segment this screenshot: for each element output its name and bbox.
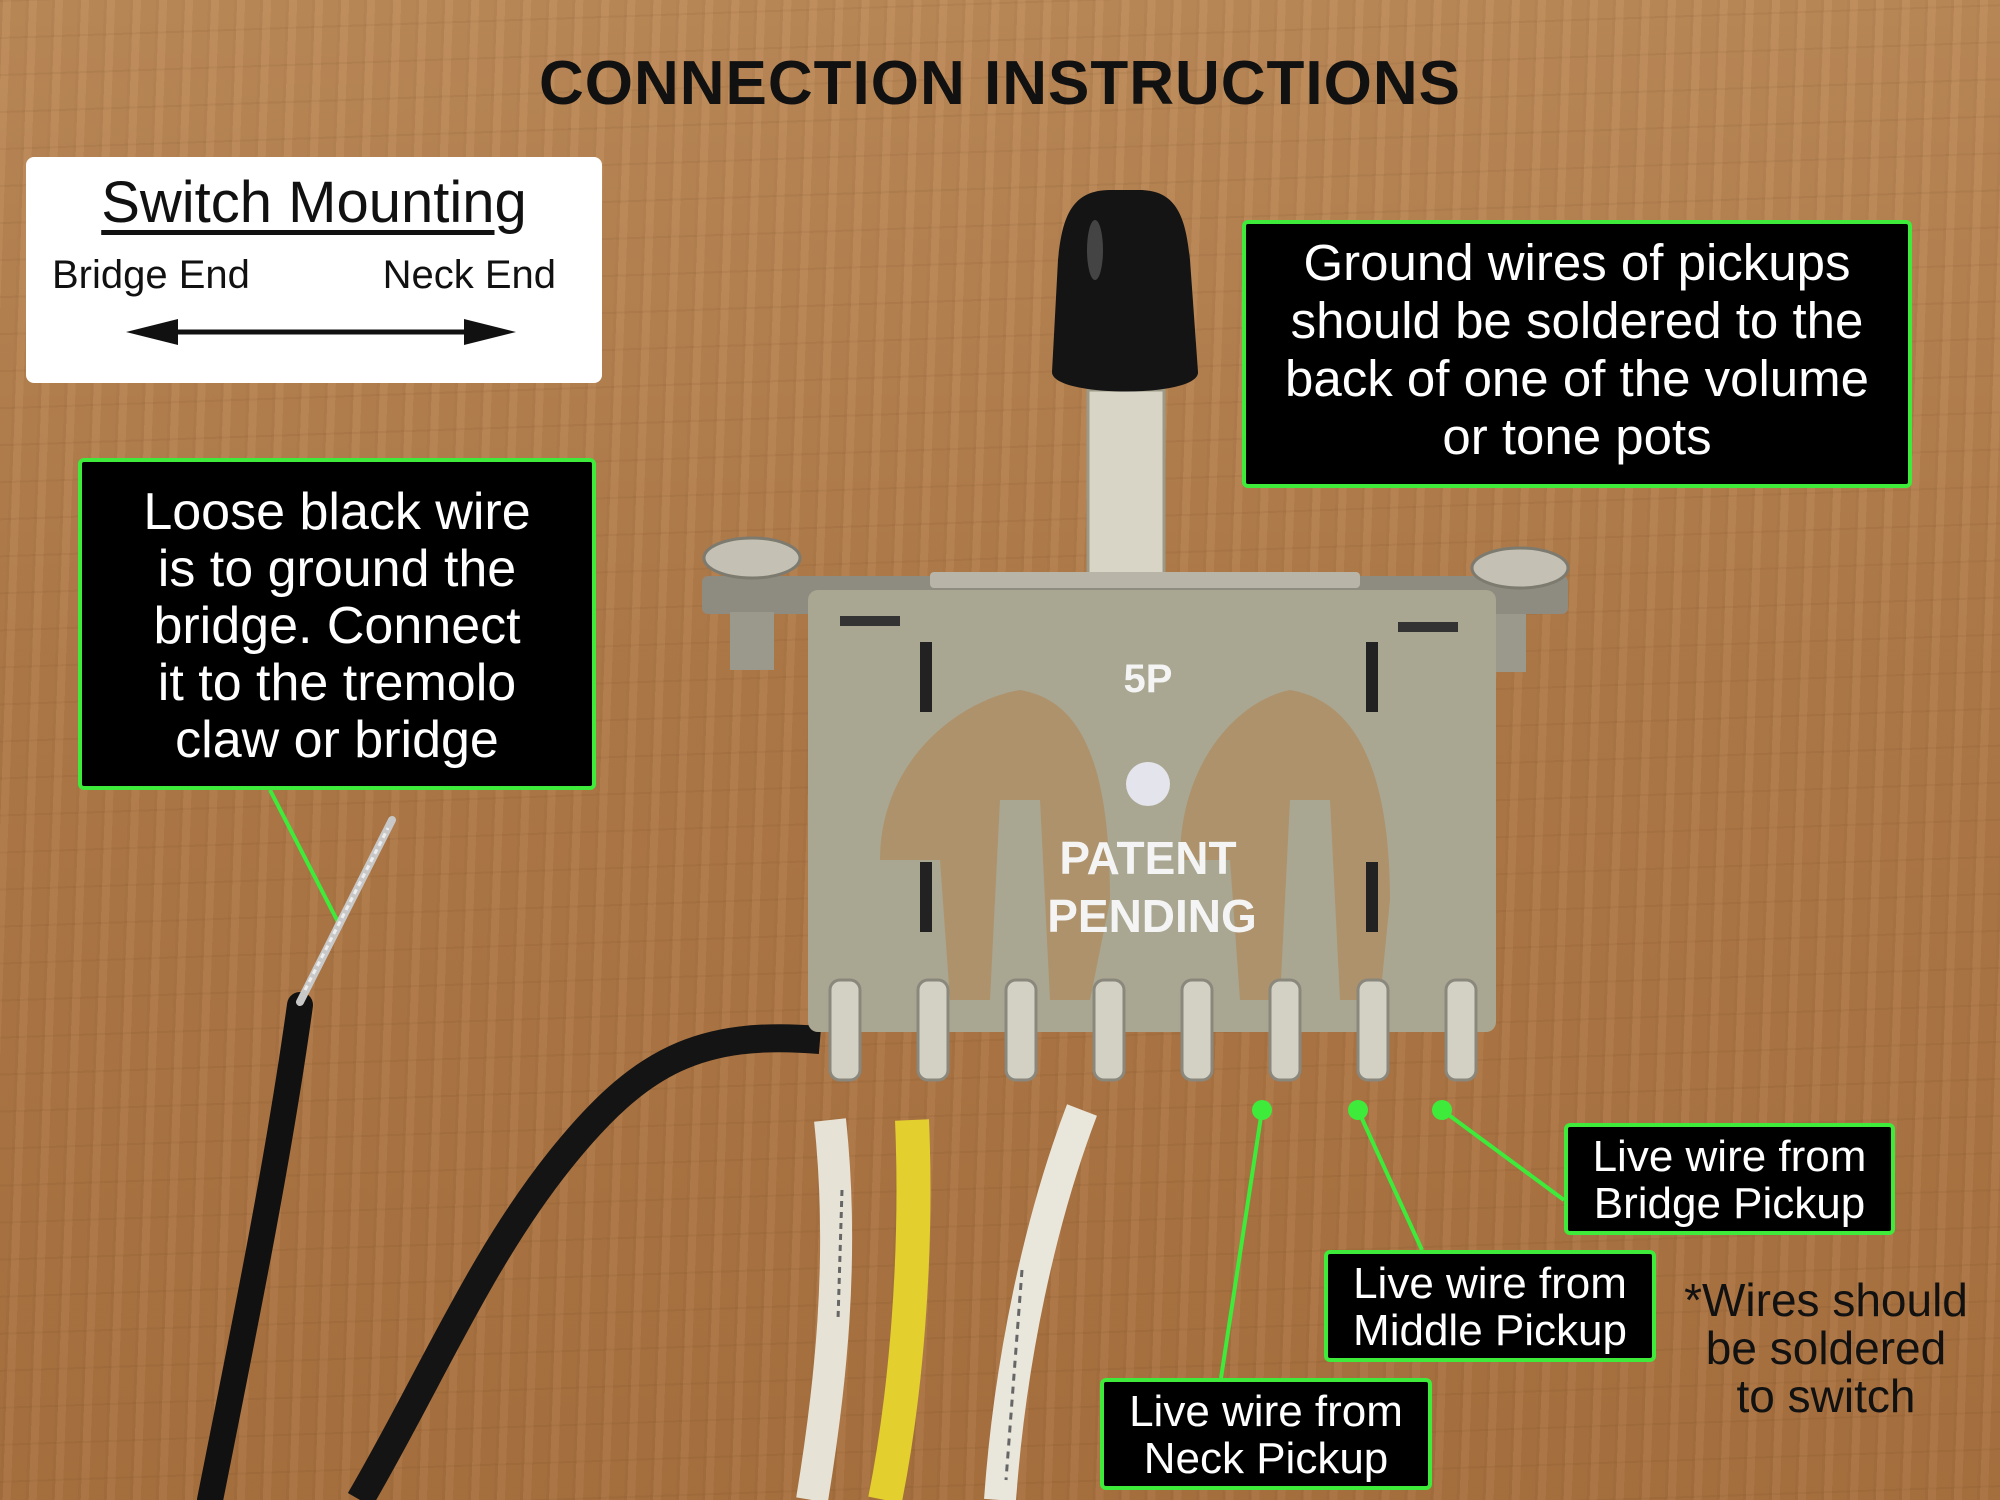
callout-line: or tone pots — [1442, 408, 1712, 465]
callout-line: back of one of the volume — [1284, 350, 1870, 407]
plate-hole — [1126, 762, 1170, 806]
callout-line: Loose black wire — [143, 483, 531, 541]
callout-line: it to the tremolo — [157, 654, 517, 712]
bridge-pickup-callout: Live wire from Bridge Pickup — [1564, 1123, 1895, 1235]
lever-tip — [1052, 190, 1199, 392]
loose-black-wire — [197, 816, 396, 1500]
callout-line: Neck Pickup — [1143, 1434, 1389, 1483]
page-title: CONNECTION INSTRUCTIONS — [539, 49, 1461, 118]
callout-line: bridge. Connect — [153, 597, 521, 655]
neck-pickup-callout: Live wire from Neck Pickup — [1100, 1378, 1432, 1490]
callout-line: should be soldered to the — [1290, 292, 1864, 349]
white-wire-1 — [796, 1118, 853, 1500]
switch-lever — [1086, 388, 1166, 584]
white-wire-2 — [984, 1104, 1097, 1500]
callout-line: Middle Pickup — [1353, 1306, 1627, 1355]
switch-mounting-title: Switch Mounting — [101, 170, 527, 235]
callout-line: Ground wires of pickups — [1303, 234, 1851, 291]
callout-line: Bridge Pickup — [1593, 1179, 1866, 1228]
middle-terminal-dot — [1348, 1100, 1368, 1120]
neck-leader — [1219, 1109, 1264, 1379]
callout-line: Live wire from — [1592, 1132, 1867, 1181]
right-screw — [1470, 546, 1570, 590]
loose-wire-callout: Loose black wire is to ground the bridge… — [78, 458, 596, 790]
note-line: to switch — [1736, 1370, 1916, 1422]
neck-end-label: Neck End — [382, 253, 556, 297]
callout-line: Live wire from — [1129, 1387, 1403, 1436]
note-line: be soldered — [1705, 1322, 1947, 1374]
callout-line: is to ground the — [157, 540, 517, 598]
solder-note: *Wires should be soldered to switch — [1668, 1276, 1984, 1420]
plate-patent-line2: PENDING — [1047, 890, 1257, 942]
plate-patent-line1: PATENT — [1059, 832, 1236, 884]
callout-line: Live wire from — [1353, 1259, 1627, 1308]
switch-mounting-box: Switch Mounting Bridge End Neck End — [26, 157, 602, 383]
yellow-wire — [868, 1119, 931, 1500]
middle-pickup-callout: Live wire from Middle Pickup — [1324, 1250, 1656, 1362]
note-line: *Wires should — [1684, 1274, 1968, 1326]
ground-wires-callout: Ground wires of pickups should be solder… — [1242, 220, 1912, 488]
bridge-leader — [1440, 1108, 1566, 1202]
plate-model-label: 5P — [1124, 657, 1173, 701]
solder-lugs — [828, 978, 1478, 1082]
bridge-terminal-dot — [1432, 1100, 1452, 1120]
neck-terminal-dot — [1252, 1100, 1272, 1120]
black-wire — [347, 1024, 822, 1500]
double-arrow-icon — [126, 319, 516, 345]
loose-wire-leader — [268, 789, 340, 923]
bridge-end-label: Bridge End — [52, 253, 250, 297]
middle-leader — [1356, 1109, 1424, 1251]
left-screw — [702, 536, 802, 580]
callout-line: claw or bridge — [175, 711, 499, 769]
